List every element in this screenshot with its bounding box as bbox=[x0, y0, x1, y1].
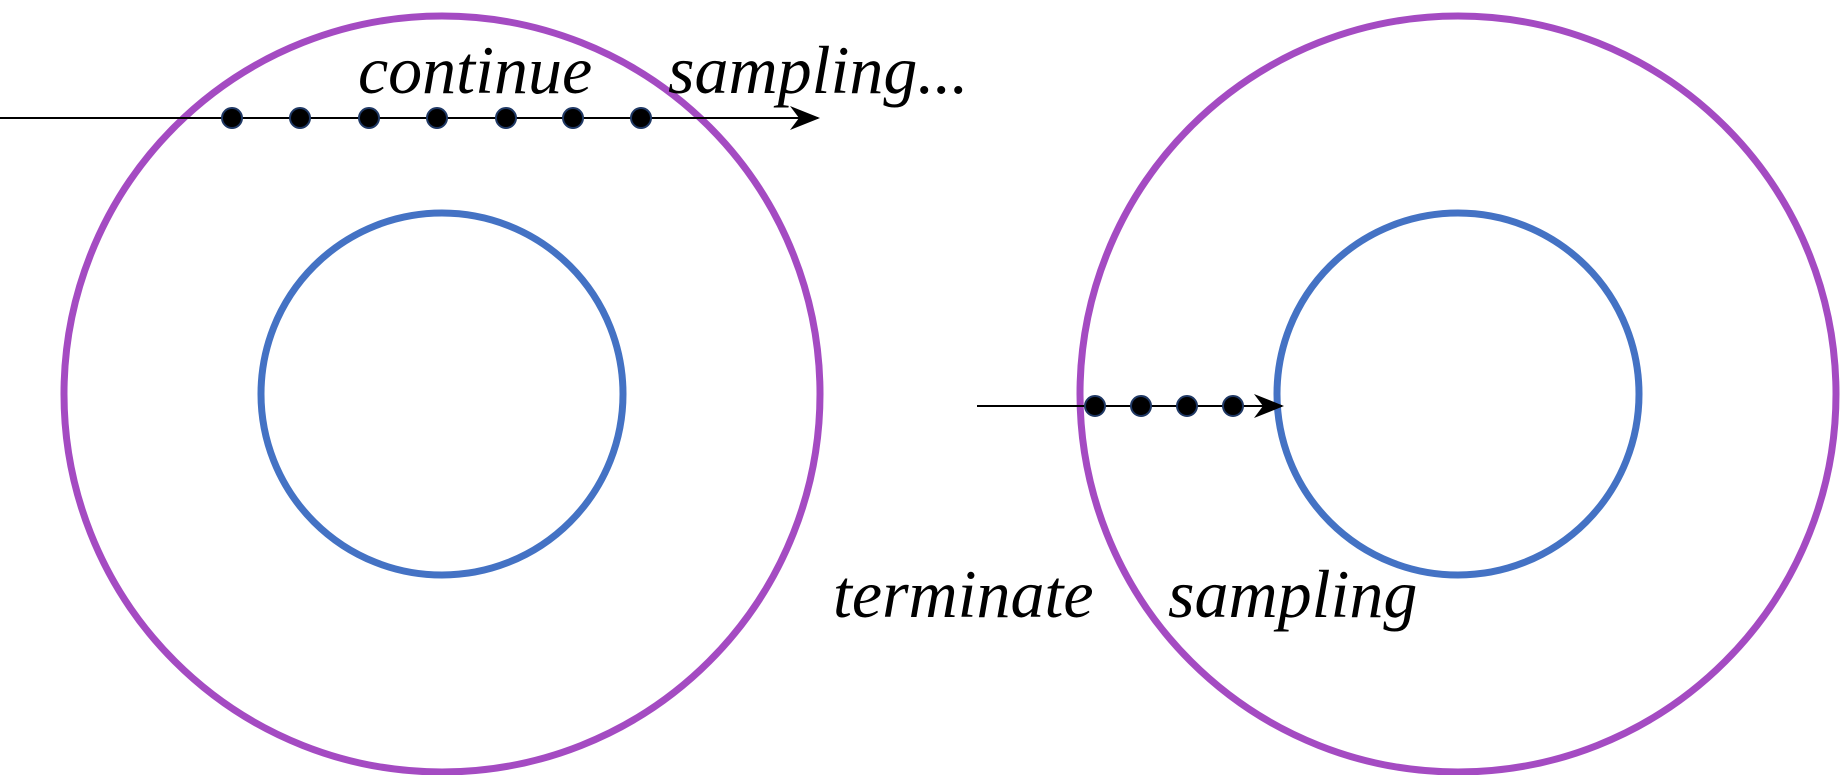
sample-point bbox=[1084, 395, 1106, 417]
sample-point bbox=[358, 107, 380, 129]
sample-point bbox=[221, 107, 243, 129]
label-continue: continue bbox=[358, 32, 592, 108]
outer-ring-right bbox=[1076, 12, 1840, 775]
sample-points-continue bbox=[221, 107, 652, 129]
scene-terminate: terminate sampling bbox=[833, 12, 1840, 775]
sample-points-terminate bbox=[1084, 395, 1244, 417]
sample-point bbox=[1130, 395, 1152, 417]
sample-point bbox=[1176, 395, 1198, 417]
inner-ring-left bbox=[257, 209, 627, 579]
label-terminate: terminate bbox=[833, 556, 1094, 632]
sample-point bbox=[289, 107, 311, 129]
sample-point bbox=[426, 107, 448, 129]
label-terminate-sampling: sampling bbox=[1168, 556, 1417, 632]
sample-point bbox=[630, 107, 652, 129]
inner-ring-right bbox=[1273, 209, 1643, 579]
sample-point bbox=[562, 107, 584, 129]
label-continue-sampling: sampling... bbox=[668, 32, 968, 108]
sample-point bbox=[1222, 395, 1244, 417]
scene-continue: continue sampling... bbox=[0, 12, 968, 775]
outer-ring-left bbox=[60, 12, 824, 775]
sample-point bbox=[495, 107, 517, 129]
